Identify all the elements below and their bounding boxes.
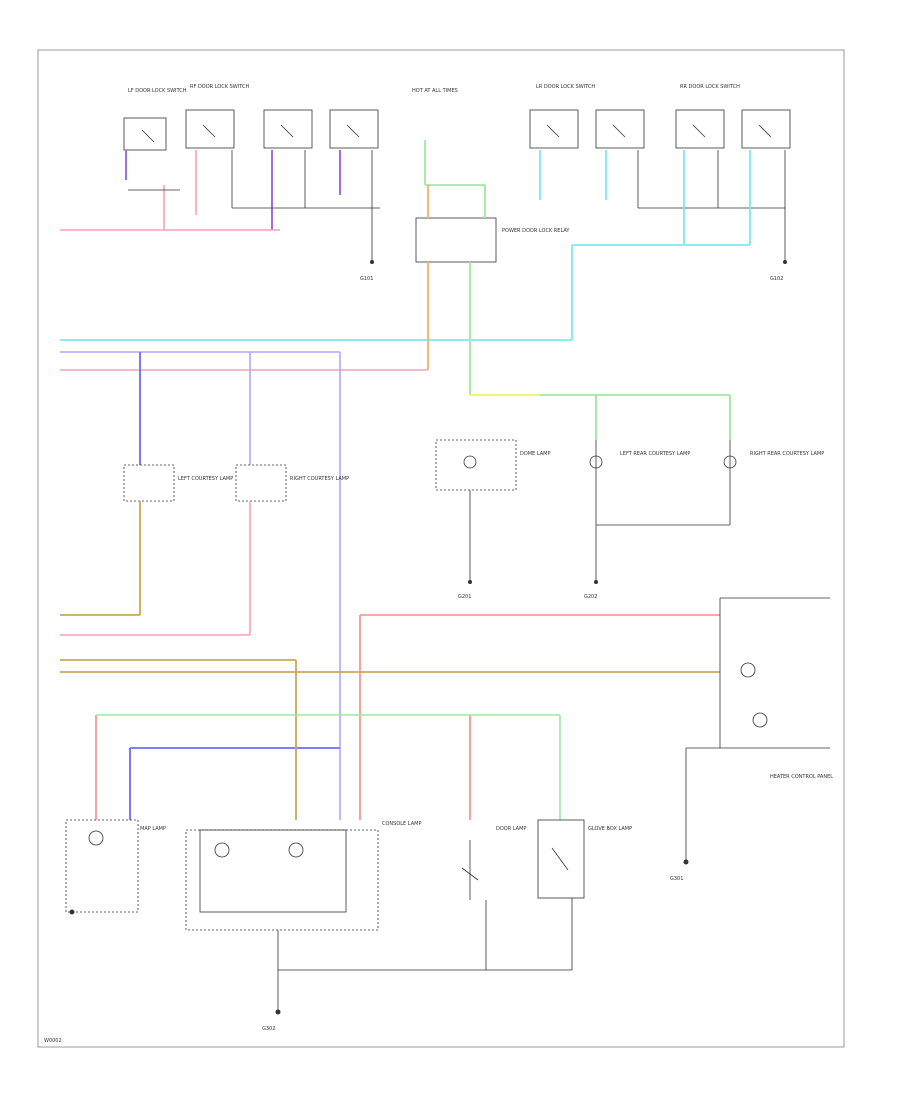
top-left-switch-group <box>123 109 791 151</box>
map-lamp-label: MAP LAMP <box>140 826 166 832</box>
black-top-bus <box>128 150 786 260</box>
top-headings: LF DOOR LOCK SWITCH RF DOOR LOCK SWITCH … <box>128 84 740 94</box>
diagram-frame <box>37 49 845 1048</box>
rf-switch-label: RF DOOR LOCK SWITCH <box>190 84 249 90</box>
red-wires <box>95 614 720 820</box>
upper-grounds <box>370 260 787 584</box>
right-connector <box>685 597 830 860</box>
green-bus <box>540 394 731 440</box>
heater-label: HEATER CONTROL PANEL <box>770 774 833 780</box>
bottom-components <box>65 819 585 1010</box>
right-courtesy-label: RIGHT COURTESY LAMP <box>290 476 349 482</box>
ground-g1: G101 <box>360 276 373 282</box>
purple-wires <box>125 150 341 230</box>
relay-box <box>415 217 497 263</box>
door-lamp-label: DOOR LAMP <box>496 826 526 832</box>
left-rear-courtesy-label: LEFT REAR COURTESY LAMP <box>620 451 690 457</box>
relay-label: POWER DOOR LOCK RELAY <box>502 228 570 234</box>
pink-top-wires <box>60 150 280 231</box>
fuse-label: HOT AT ALL TIMES <box>412 88 458 94</box>
dome-label: DOME LAMP <box>520 451 551 457</box>
footer-code: W0002 <box>44 1038 62 1044</box>
ground-g2: G102 <box>770 276 783 282</box>
console-lamp-label: CONSOLE LAMP <box>382 821 421 827</box>
rear-lamps <box>435 439 737 580</box>
glove-box-label: GLOVE BOX LAMP <box>588 826 632 832</box>
left-courtesy-label: LEFT COURTESY LAMP <box>178 476 233 482</box>
lr-switch-label: LR DOOR LOCK SWITCH <box>536 84 595 90</box>
ground-g3: G201 <box>458 594 471 600</box>
cyan-top-wires <box>60 150 751 341</box>
right-rear-courtesy-label: RIGHT REAR COURTESY LAMP <box>750 451 824 457</box>
rr-switch-label: RR DOOR LOCK SWITCH <box>680 84 740 90</box>
tan-wires <box>60 501 720 820</box>
green-lower-wires <box>96 714 561 820</box>
pink-lower-wires <box>60 501 251 636</box>
lf-switch-label: LF DOOR LOCK SWITCH <box>128 88 187 94</box>
courtesy-lamps <box>123 464 287 502</box>
bottom-grounds <box>69 859 689 1015</box>
blue-mid-wires <box>60 351 341 820</box>
ground-g6: G302 <box>262 1026 275 1032</box>
green-relay-wires <box>424 140 486 395</box>
blue-strong-wire <box>129 352 340 820</box>
ground-g4: G202 <box>584 594 597 600</box>
ground-g5: G301 <box>670 876 683 882</box>
